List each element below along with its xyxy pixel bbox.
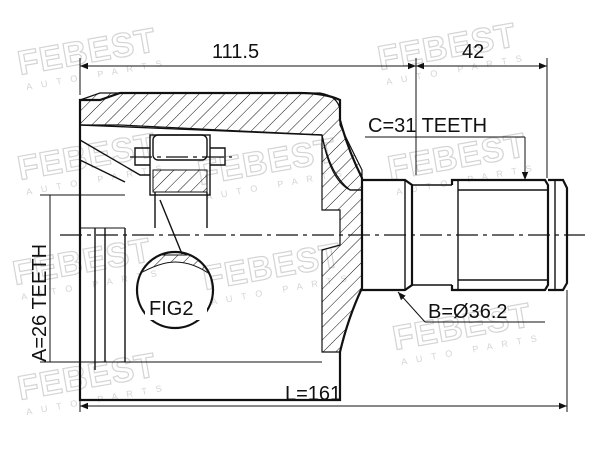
inner-chamfer xyxy=(79,139,150,176)
housing-hatch-right xyxy=(321,134,363,353)
dim-inner-teeth: A=26 TEETH xyxy=(29,194,125,363)
leader-b-diag xyxy=(397,291,426,323)
dim-seal-diameter: B=Ø36.2 xyxy=(397,291,545,323)
inner-chamfer-lower xyxy=(79,159,126,183)
watermark-3: FEBEST AUTO PARTS xyxy=(14,126,171,198)
bore-line-upper xyxy=(79,124,323,136)
dim-42-label: 42 xyxy=(462,41,484,63)
dim-housing-length: 111.5 xyxy=(79,41,417,175)
watermark-layer: FEBEST AUTO PARTS FEBEST AUTO PARTS FEBE… xyxy=(9,16,546,418)
detail-label: FIG2 xyxy=(149,298,193,320)
tripod-section xyxy=(130,134,232,228)
detail-leader xyxy=(159,199,183,255)
detail-circle xyxy=(135,250,215,330)
tripod-hatch xyxy=(152,169,208,193)
tripod-flange-right xyxy=(210,147,226,166)
detail-fig2: FIG2 xyxy=(135,199,215,330)
dim-c-label: C=31 TEETH xyxy=(368,115,487,137)
detail-hatch xyxy=(138,254,212,280)
dim-spline-length: 42 xyxy=(416,41,548,178)
tripod-roller xyxy=(152,134,208,161)
dim-l-label: L=161 xyxy=(285,383,341,405)
dim-111-label: 111.5 xyxy=(212,41,259,63)
housing-hatch-top xyxy=(79,92,363,191)
dim-outer-teeth: C=31 TEETH xyxy=(365,115,529,180)
watermark-1: FEBEST AUTO PARTS xyxy=(14,21,171,93)
dim-a-label: A=26 TEETH xyxy=(29,244,51,362)
watermark-2: FEBEST AUTO PARTS xyxy=(374,16,531,88)
dim-b-label: B=Ø36.2 xyxy=(428,301,508,323)
housing xyxy=(78,91,364,402)
detail-label-bg xyxy=(145,294,207,320)
dim-total-length: L=161 xyxy=(79,290,568,412)
